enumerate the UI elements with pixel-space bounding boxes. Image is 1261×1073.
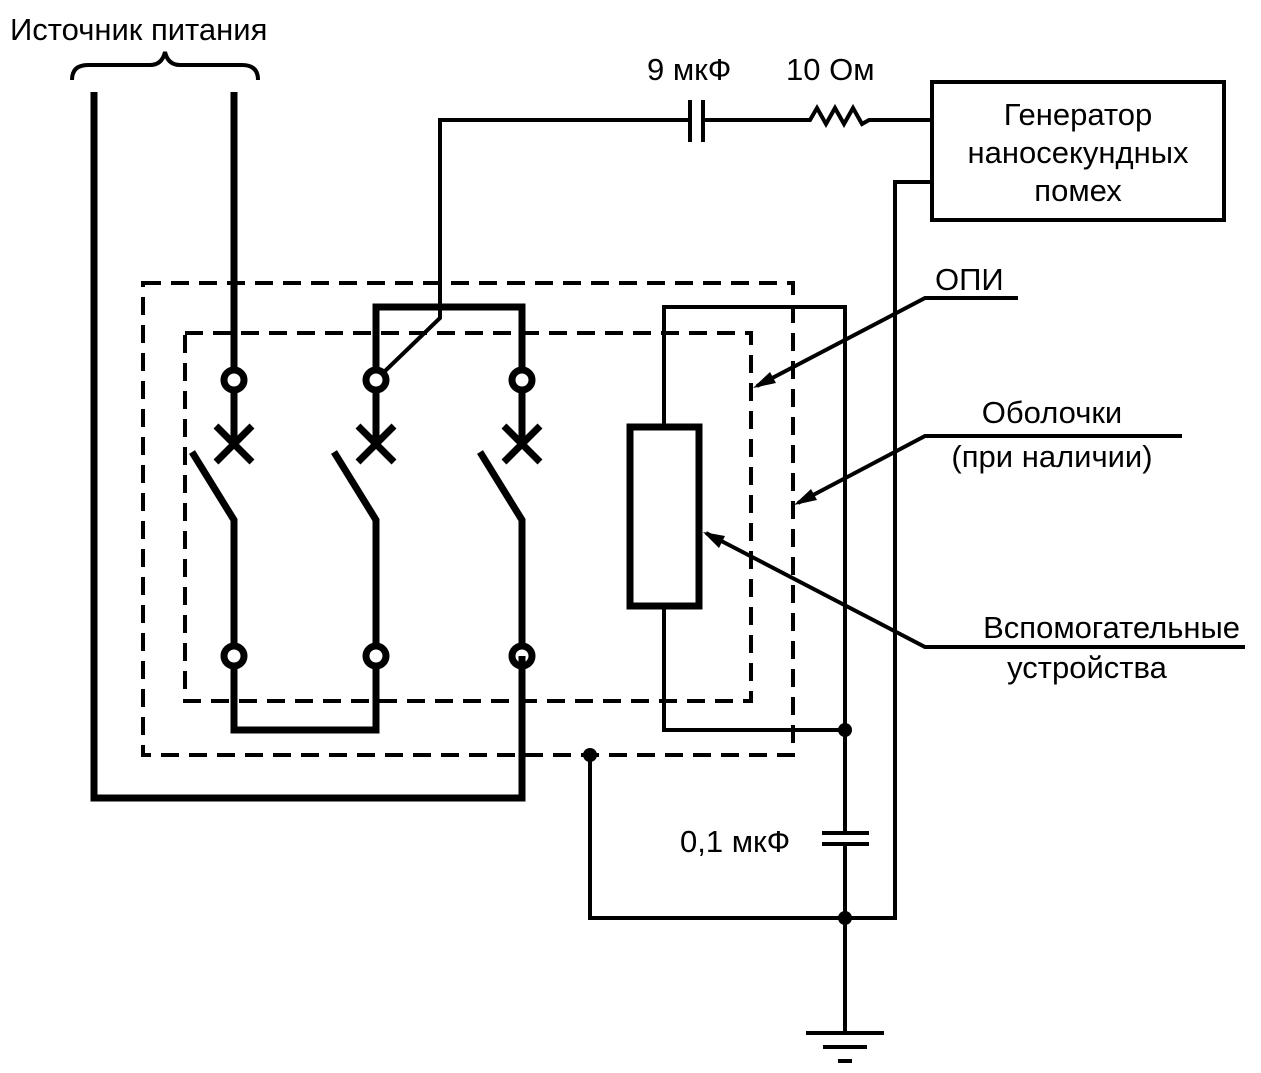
enclosure-label-1: Оболочки (982, 395, 1122, 430)
breaker-cross-icon (213, 423, 255, 465)
junction-dot (838, 911, 852, 925)
enclosure-label-2: (при наличии) (951, 439, 1152, 474)
terminal-bottom-2 (362, 642, 390, 670)
injection-wire (382, 118, 690, 374)
power-source-label: Источник питания (10, 12, 267, 47)
bridge-top (372, 303, 526, 372)
breaker-cross-icon (355, 423, 397, 465)
capacitor-9uf-label: 9 мкФ (647, 52, 731, 87)
switch-contact (477, 450, 526, 648)
pole-1 (189, 366, 255, 670)
enclosure-outline (141, 281, 795, 757)
switch-contact (331, 450, 380, 648)
junction-dot (583, 748, 597, 762)
generator-label-1: Генератор (1004, 97, 1152, 132)
arrowhead-icon (794, 489, 817, 505)
aux-device-box (626, 423, 703, 610)
resistor-10ohm-icon (703, 103, 932, 129)
generator-return-wire (845, 180, 932, 920)
aux-label-1: Вспомогательные (983, 610, 1240, 645)
aux-leader (705, 531, 1245, 649)
aux-label-2: устройства (1007, 650, 1167, 685)
pole-2 (331, 366, 397, 670)
generator-label-2: наносекундных (968, 135, 1189, 170)
capacitor-01uf-label: 0,1 мкФ (680, 824, 790, 859)
terminal-top-3 (508, 366, 536, 394)
aux-wire (662, 305, 847, 732)
generator-box (930, 80, 1226, 222)
generator-label-3: помех (1034, 173, 1122, 208)
pole-3 (477, 366, 543, 670)
terminal-bottom-1 (220, 642, 248, 670)
breaker-cross-icon (501, 423, 543, 465)
opi-outline (183, 331, 753, 703)
terminal-top-1 (220, 366, 248, 394)
switch-contact (189, 450, 238, 648)
arrowhead-icon (753, 372, 776, 388)
bridge-bottom (230, 664, 380, 734)
opi-label: ОПИ (935, 262, 1004, 297)
arrowhead-icon (703, 532, 725, 548)
terminal-bottom-3 (508, 642, 536, 670)
ground-icon (806, 1031, 884, 1063)
terminal-top-2 (362, 366, 390, 394)
enclosure-ground-wire (588, 755, 845, 920)
power-source-brace (70, 51, 260, 81)
opi-leader (756, 296, 1018, 388)
resistor-label: 10 Ом (786, 52, 875, 87)
junction-dot (838, 723, 852, 737)
enclosure-leader (797, 434, 1182, 505)
power-wire-outer (90, 92, 526, 802)
